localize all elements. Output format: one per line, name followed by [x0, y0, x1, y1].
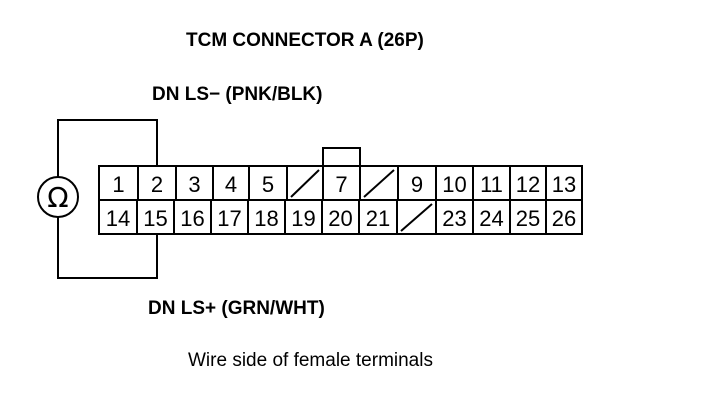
terminal-3: 3 — [188, 172, 200, 197]
terminal-14: 14 — [106, 206, 130, 231]
terminal-24: 24 — [479, 206, 503, 231]
terminal-1: 1 — [112, 172, 124, 197]
connector-bottom-row: 14 15 16 17 18 19 20 21 23 24 25 26 — [106, 200, 576, 234]
wire-to-pin-2 — [57, 119, 158, 177]
wire-label-dn-ls-minus: DN LS− (PNK/BLK) — [152, 84, 323, 105]
unused-terminal-slash — [363, 169, 395, 198]
unused-terminal-slash — [400, 203, 433, 232]
terminal-17: 17 — [217, 206, 241, 231]
connector-caption: Wire side of female terminals — [188, 350, 433, 371]
terminal-26: 26 — [552, 206, 576, 231]
terminal-20: 20 — [328, 206, 352, 231]
connector-lock-tab — [322, 147, 361, 167]
terminal-2: 2 — [151, 172, 163, 197]
terminal-10: 10 — [442, 172, 466, 197]
wire-to-pin-15 — [57, 217, 158, 279]
connector-title: TCM CONNECTOR A (26P) — [186, 30, 424, 51]
terminal-21: 21 — [366, 206, 390, 231]
ohmmeter-icon — [37, 176, 79, 218]
terminal-12: 12 — [516, 172, 540, 197]
wire-label-dn-ls-plus: DN LS+ (GRN/WHT) — [148, 298, 325, 319]
terminal-23: 23 — [442, 206, 466, 231]
terminal-7: 7 — [335, 172, 347, 197]
ohmmeter-wiring — [37, 119, 158, 279]
terminal-18: 18 — [254, 206, 278, 231]
terminal-13: 13 — [552, 172, 576, 197]
terminal-25: 25 — [516, 206, 540, 231]
terminal-5: 5 — [262, 172, 274, 197]
terminal-16: 16 — [180, 206, 204, 231]
terminal-9: 9 — [411, 172, 423, 197]
connector-body — [98, 147, 583, 235]
ohm-symbol: Ω — [47, 181, 68, 214]
terminal-19: 19 — [291, 206, 315, 231]
terminal-4: 4 — [225, 172, 237, 197]
terminal-11: 11 — [480, 172, 503, 197]
unused-terminal-slash — [290, 169, 320, 198]
terminal-15: 15 — [143, 206, 167, 231]
